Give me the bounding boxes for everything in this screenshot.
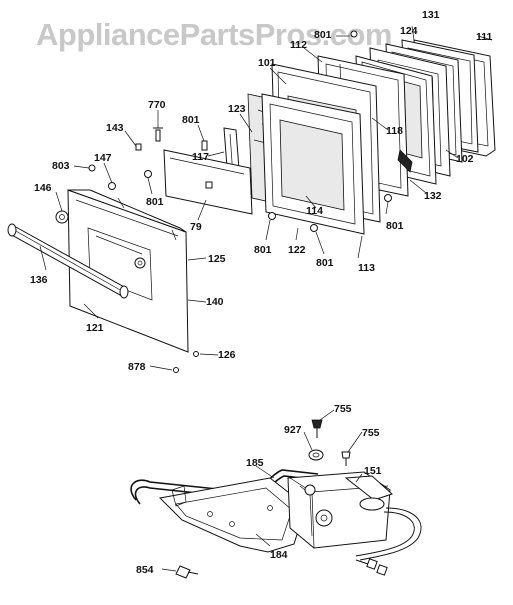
label-755a: 755 bbox=[334, 403, 352, 415]
screw-803 bbox=[88, 164, 96, 172]
label-770: 770 bbox=[148, 99, 166, 111]
leader-lines-lower bbox=[161, 409, 363, 572]
label-112: 112 bbox=[290, 39, 307, 51]
label-184: 184 bbox=[270, 549, 288, 561]
screw-126 bbox=[193, 351, 199, 357]
label-114: 114 bbox=[306, 205, 323, 217]
latch-assembly bbox=[130, 409, 422, 579]
wire-harness bbox=[355, 507, 422, 576]
label-101: 101 bbox=[258, 57, 276, 69]
label-111: 111 bbox=[476, 31, 493, 43]
screw-854 bbox=[175, 565, 199, 579]
label-143: 143 bbox=[106, 122, 124, 134]
screw-147 bbox=[108, 182, 116, 190]
screw-143 bbox=[135, 143, 142, 151]
screw-801a bbox=[201, 140, 208, 151]
leader-lines-upper bbox=[39, 25, 493, 371]
label-803: 803 bbox=[52, 160, 70, 172]
label-140: 140 bbox=[206, 296, 224, 308]
label-801d: 801 bbox=[254, 244, 272, 256]
label-123: 123 bbox=[228, 103, 246, 115]
part-184-base-plate bbox=[158, 477, 307, 553]
part-140-outer-door bbox=[67, 189, 189, 353]
screw-770 bbox=[153, 127, 163, 142]
label-132: 132 bbox=[424, 190, 442, 202]
screw-801d bbox=[268, 212, 276, 220]
watermark-text: AppliancePartsPros.com bbox=[36, 17, 392, 52]
screw-801c bbox=[384, 194, 392, 202]
label-801c: 801 bbox=[386, 220, 404, 232]
label-118: 118 bbox=[386, 125, 403, 137]
part-136-handle bbox=[7, 223, 129, 299]
washer-927 bbox=[308, 449, 324, 461]
screw-878 bbox=[173, 367, 179, 373]
door-assembly bbox=[7, 25, 496, 373]
screw-755a bbox=[311, 419, 323, 438]
label-755b: 755 bbox=[362, 427, 380, 439]
label-102: 102 bbox=[456, 153, 474, 165]
label-147: 147 bbox=[94, 152, 112, 164]
part-labels: 770 143 801 803 147 146 117 801 79 123 1… bbox=[30, 9, 493, 576]
label-151: 151 bbox=[364, 465, 382, 477]
screw-801top bbox=[350, 30, 358, 38]
label-79: 79 bbox=[190, 221, 202, 233]
label-126: 126 bbox=[218, 349, 236, 361]
label-801top: 801 bbox=[314, 29, 332, 41]
part-151-motor bbox=[287, 471, 393, 549]
part-125-cap bbox=[134, 257, 146, 269]
label-854: 854 bbox=[136, 564, 154, 576]
screw-755b bbox=[341, 451, 351, 466]
label-125: 125 bbox=[208, 253, 226, 265]
part-113-liner bbox=[261, 93, 365, 235]
label-878: 878 bbox=[128, 361, 146, 373]
part-79-strip bbox=[163, 149, 253, 215]
label-185: 185 bbox=[246, 457, 264, 469]
screw-801b bbox=[144, 170, 152, 178]
label-121: 121 bbox=[86, 322, 104, 334]
label-124: 124 bbox=[400, 25, 418, 37]
label-131: 131 bbox=[422, 9, 440, 21]
label-146: 146 bbox=[34, 182, 52, 194]
label-927: 927 bbox=[284, 424, 302, 436]
label-113: 113 bbox=[358, 262, 375, 274]
label-136: 136 bbox=[30, 274, 48, 286]
label-801e: 801 bbox=[316, 257, 334, 269]
label-801b: 801 bbox=[146, 196, 164, 208]
label-122: 122 bbox=[288, 244, 306, 256]
label-117: 117 bbox=[192, 151, 209, 163]
part-146-cap bbox=[55, 210, 69, 224]
label-801a: 801 bbox=[182, 114, 200, 126]
screw-801e bbox=[310, 224, 318, 232]
